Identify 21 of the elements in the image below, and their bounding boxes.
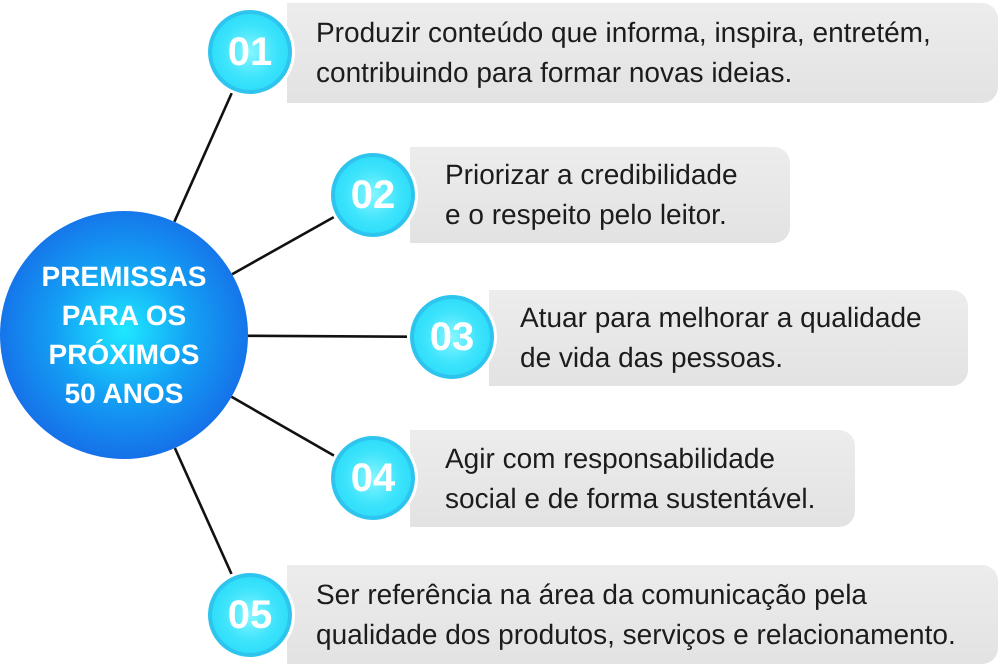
premise-text: Agir com responsabilidade social e de forma sustentável. bbox=[445, 442, 816, 516]
connector-line bbox=[231, 216, 334, 276]
step-number: 04 bbox=[350, 456, 396, 500]
connector-line bbox=[173, 92, 233, 222]
step-number: 05 bbox=[228, 593, 272, 637]
premise-text: Atuar para melhorar a qualidade de vida das pessoas. bbox=[520, 301, 923, 375]
step-number: 02 bbox=[350, 173, 396, 217]
connector-line bbox=[248, 334, 407, 338]
premise-text: Produzir conteúdo que informa, inspira, entretém, contribuindo para formar novas ideias. bbox=[316, 16, 932, 90]
step-number: 03 bbox=[430, 315, 474, 359]
premise-card bbox=[410, 430, 855, 527]
premise-text: Ser referência na área da comunicação pela qualidade dos produtos, serviços e relacionamento. bbox=[316, 578, 957, 652]
connector-line bbox=[174, 448, 233, 575]
topic-title: PREMISSAS PARA OS PRÓXIMOS 50 ANOS bbox=[40, 260, 208, 411]
premise-card bbox=[287, 565, 998, 664]
premise-card bbox=[287, 3, 998, 103]
premise-card bbox=[410, 147, 790, 243]
connector-line bbox=[230, 396, 335, 457]
premise-card bbox=[489, 290, 968, 386]
premise-text: Priorizar a credibilidade e o respeito pelo leitor. bbox=[445, 158, 739, 232]
step-number: 01 bbox=[228, 30, 272, 74]
